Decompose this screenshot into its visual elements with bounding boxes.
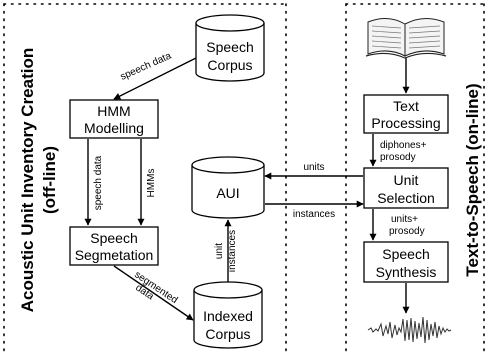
edge-label-prosody-2: prosody (389, 226, 425, 237)
unit-selection-node: Unit Selection (363, 167, 449, 209)
left-panel-border (3, 3, 287, 355)
edge-processing-to-selection: diphones+ prosody (369, 134, 427, 167)
speech-synthesis-node: Speech Synthesis (363, 241, 449, 283)
aui-label: AUI (216, 185, 239, 201)
edge-label-speech-data-left: speech data (93, 155, 104, 210)
edge-label-speech-data-top: speech data (119, 50, 174, 82)
waveform-icon (367, 316, 452, 344)
text-processing-label-1: Text (393, 98, 419, 114)
hmm-modelling-label-2: Modelling (84, 120, 144, 136)
speech-segmentation-label-1: Speech (90, 230, 137, 246)
hmm-modelling-node: HMM Modelling (69, 99, 159, 139)
left-panel-title-line1: Acoustic Unit Inventory Creation (18, 48, 37, 312)
speech-corpus-label-1: Speech (206, 39, 253, 55)
edge-label-prosody-1: prosody (380, 152, 416, 163)
right-panel-border (345, 3, 485, 355)
edge-aui-to-selection-instances: instances (265, 200, 364, 220)
text-processing-node: Text Processing (363, 94, 449, 134)
edge-hmm-to-segmentation-data: speech data (84, 139, 104, 226)
unit-selection-label-2: Selection (377, 190, 435, 206)
edge-label-instances: instances (293, 209, 335, 220)
left-panel-title: Acoustic Unit Inventory Creation (18, 48, 37, 312)
edge-corpus-to-hmm: speech data (113, 50, 197, 100)
right-panel-title: Text-to-Speech (on-line) (463, 83, 482, 276)
indexed-corpus-label-2: Corpus (205, 326, 250, 342)
indexed-corpus-label-1: Indexed (203, 308, 253, 324)
edge-hmm-to-segmentation-hmms: HMMs (137, 139, 157, 226)
speech-corpus-label-2: Corpus (207, 57, 252, 73)
speech-synthesis-label-2: Synthesis (376, 264, 437, 280)
text-processing-label-2: Processing (371, 115, 440, 131)
edge-label-diphones: diphones+ (380, 140, 427, 151)
right-panel-title-text: Text-to-Speech (on-line) (463, 83, 482, 276)
edge-indexed-to-aui: unit instances (214, 219, 238, 282)
edge-label-unit: unit (214, 243, 225, 259)
edge-selection-to-synthesis: units+ prosody (369, 209, 425, 241)
edge-segmentation-to-indexed: segmented data (113, 265, 194, 321)
edge-label-units-plus: units+ (391, 214, 418, 225)
speech-synthesis-label-1: Speech (382, 246, 429, 262)
speech-segmentation-node: Speech Segmetation (69, 226, 159, 266)
left-panel-title-line2: (off-line) (40, 146, 59, 214)
aui-node: AUI (191, 156, 265, 219)
hmm-modelling-label-1: HMM (97, 103, 130, 119)
speech-segmentation-label-2: Segmetation (75, 247, 154, 263)
open-book-icon (365, 18, 447, 59)
edge-label-hmms: HMMs (146, 169, 157, 198)
edge-label-instances-vertical: instances (227, 230, 238, 272)
indexed-corpus-node: Indexed Corpus (193, 281, 263, 349)
edge-selection-to-aui-units: units (264, 162, 363, 180)
unit-selection-label-1: Unit (394, 172, 419, 188)
speech-corpus-node: Speech Corpus (195, 14, 265, 82)
edge-label-units: units (303, 162, 324, 173)
left-panel-subtitle: (off-line) (40, 146, 59, 214)
